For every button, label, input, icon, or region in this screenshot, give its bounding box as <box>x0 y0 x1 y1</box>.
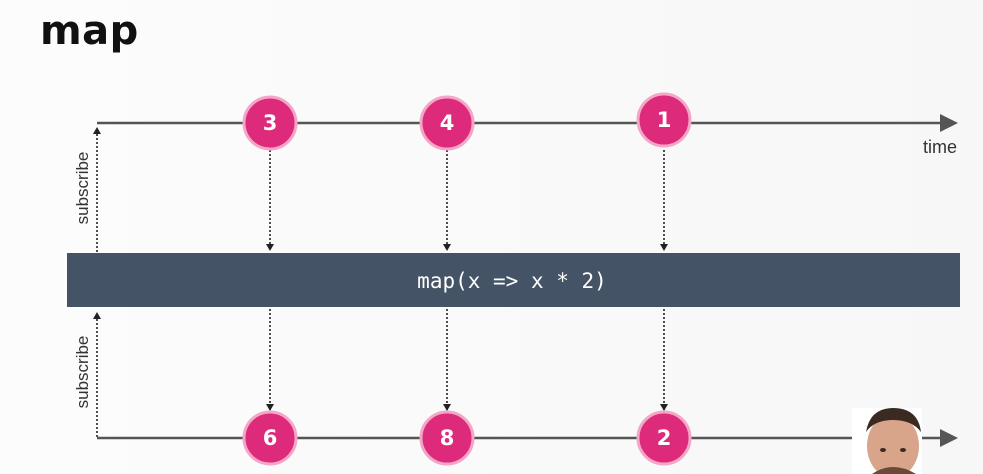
input-marble-3-label: 1 <box>657 108 672 132</box>
result-timeline-arrowhead <box>940 429 958 447</box>
input-marble-2: 4 <box>419 95 475 151</box>
subscribe-label-top: subscribe <box>73 152 92 225</box>
output-marble-2: 8 <box>419 410 475 466</box>
presenter-webcam-thumbnail <box>852 408 922 474</box>
output-marble-1: 6 <box>242 410 298 466</box>
input-marble-1: 3 <box>242 95 298 151</box>
output-marble-2-label: 8 <box>440 426 455 450</box>
subscribe-label-bottom: subscribe <box>73 336 92 409</box>
input-marble-3: 1 <box>636 92 692 148</box>
page-title: map <box>40 8 139 54</box>
input-marble-2-label: 4 <box>440 111 455 135</box>
output-marble-3-label: 2 <box>657 426 672 450</box>
source-timeline-arrowhead <box>940 114 958 132</box>
input-marble-1-label: 3 <box>263 111 278 135</box>
time-label: time <box>923 137 957 157</box>
operator-bar <box>67 253 960 307</box>
output-marble-3: 2 <box>636 410 692 466</box>
operator-label: map(x => x * 2) <box>417 269 607 293</box>
output-marble-1-label: 6 <box>263 426 278 450</box>
